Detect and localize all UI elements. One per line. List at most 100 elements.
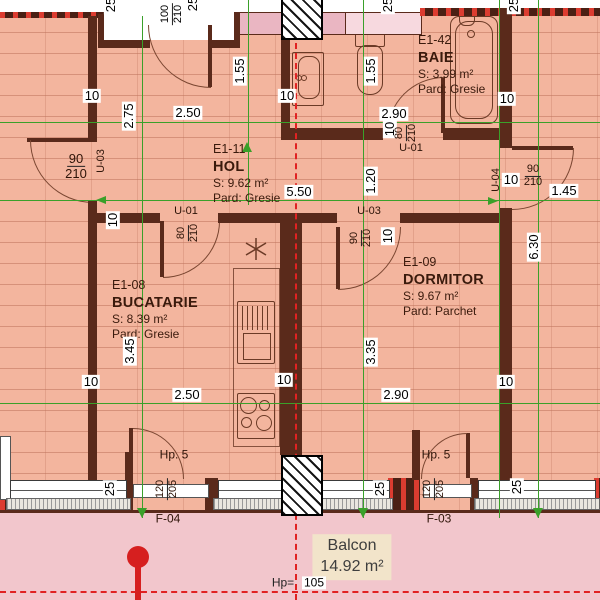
dim-buc-width: 2.50 bbox=[172, 386, 202, 403]
pier-mid-right bbox=[388, 478, 420, 512]
wall-baie-bottom-right bbox=[443, 128, 511, 140]
wall-hol-bottom-2 bbox=[218, 213, 337, 223]
door-id-baie: U-01 bbox=[399, 141, 423, 154]
dim-corridor: 1.20 bbox=[362, 166, 379, 196]
entrance-wall-right bbox=[212, 40, 240, 48]
dim-right-door-span: 1.45 bbox=[549, 182, 579, 199]
column-bottom bbox=[281, 455, 323, 516]
door-id-kitchen: U-01 bbox=[174, 204, 198, 217]
dim-line-v3 bbox=[363, 0, 364, 518]
kitchen-sink-unit bbox=[237, 301, 275, 364]
dim-buc-height: 3.45 bbox=[121, 336, 138, 366]
dim-wall-10: 10 bbox=[501, 171, 521, 188]
dim-baie-nook: 1.55 bbox=[362, 56, 379, 86]
pier-right-door-jamb bbox=[412, 430, 420, 480]
dim-line-h3 bbox=[0, 403, 600, 404]
dim-baie-width: 2.90 bbox=[379, 105, 409, 122]
dim-arrow-down-3 bbox=[533, 508, 543, 518]
dim-wall-10: 10 bbox=[496, 373, 516, 390]
entrance-jamb-left bbox=[98, 14, 104, 48]
stove bbox=[237, 393, 275, 439]
dim-dorm-height: 3.35 bbox=[362, 337, 379, 367]
window-id-f03: F-03 bbox=[426, 511, 452, 526]
pier-right-door bbox=[470, 478, 478, 512]
dim-wall-25: 25 bbox=[103, 0, 119, 15]
sill-center-right bbox=[317, 498, 393, 510]
wall-right-upper bbox=[499, 8, 512, 148]
balcony-parapet-value: 105 bbox=[301, 575, 327, 590]
pier-left-door bbox=[125, 452, 133, 512]
pier-bottom-right-corner bbox=[594, 478, 600, 512]
toilet-bowl bbox=[357, 45, 383, 95]
dim-wall-25: 25 bbox=[101, 479, 118, 499]
light-point-icon bbox=[245, 238, 267, 260]
column-top bbox=[281, 0, 323, 40]
door-id-bedroom: U-03 bbox=[357, 204, 381, 217]
threshold-left-door bbox=[133, 484, 209, 498]
dim-hol-height: 2.75 bbox=[120, 101, 137, 131]
window-center-right bbox=[319, 480, 390, 500]
wall-hol-bottom-3 bbox=[400, 213, 511, 223]
parapet-note-left: Hp. 5 bbox=[159, 447, 189, 462]
dim-wall-10: 10 bbox=[277, 87, 297, 104]
axis-marker-stem bbox=[135, 564, 141, 600]
dim-arrow-down-2 bbox=[358, 508, 368, 518]
room-label-hol: E1-11 HOL S: 9.62 m² Pard: Gresie bbox=[213, 142, 281, 205]
wall-left-lower bbox=[88, 200, 97, 480]
wall-hol-baie bbox=[281, 33, 290, 133]
wall-top-left bbox=[0, 12, 104, 18]
balcony-door-right-leaf bbox=[466, 433, 470, 478]
entrance-wall-left bbox=[98, 40, 150, 48]
dim-line-h2 bbox=[0, 200, 600, 201]
dim-arrow-down-1 bbox=[137, 508, 147, 518]
dim-hol-width: 2.50 bbox=[173, 104, 203, 121]
window-left bbox=[10, 480, 127, 500]
room-label-balcon: Balcon 14.92 m² bbox=[312, 534, 392, 580]
wall-center bbox=[280, 217, 302, 455]
kitchen-door-leaf bbox=[160, 221, 164, 277]
sill-right bbox=[474, 498, 600, 510]
balcony-edge-dashed bbox=[0, 591, 600, 593]
dim-dorm-width: 2.90 bbox=[381, 386, 411, 403]
dim-arrow-up bbox=[242, 142, 252, 152]
room-label-dormitor: E1-09 DORMITOR S: 9.67 m² Pard: Parchet bbox=[403, 255, 485, 318]
dim-line-v1 bbox=[142, 16, 143, 518]
dim-line-h1 bbox=[0, 122, 600, 123]
window-center-left bbox=[218, 480, 283, 500]
sill-center-left bbox=[213, 498, 285, 510]
room-label-bucatarie: E1-08 BUCATARIE S: 8.39 m² Pard: Gresie bbox=[112, 278, 198, 341]
dim-wall-10: 10 bbox=[82, 87, 102, 104]
dim-wall-25: 25 bbox=[185, 0, 201, 14]
window-id-f04: F-04 bbox=[155, 511, 181, 526]
dim-arrow-right bbox=[488, 197, 498, 205]
dim-wall-10: 10 bbox=[497, 90, 517, 107]
pink-wall-band-right bbox=[345, 12, 422, 35]
entrance-jamb-right bbox=[234, 12, 240, 48]
room-label-baie: E1-42 BAIE S: 3.99 m² Pard: Gresie bbox=[418, 33, 486, 96]
dim-right-height: 6.30 bbox=[525, 232, 542, 262]
bathtub bbox=[450, 16, 498, 124]
dim-wall-10: 10 bbox=[379, 226, 396, 246]
wall-hol-bottom-1 bbox=[97, 213, 160, 223]
door-id-left-room: U-03 bbox=[94, 149, 107, 173]
sill-left bbox=[6, 498, 131, 510]
left-edge-window bbox=[0, 436, 11, 500]
dim-line-v2 bbox=[248, 0, 249, 205]
dim-wall-10: 10 bbox=[274, 371, 294, 388]
dim-hol-nook: 1.55 bbox=[231, 56, 248, 86]
sink bbox=[292, 52, 324, 106]
parapet-note-right: Hp. 5 bbox=[421, 447, 451, 462]
balcony-floor bbox=[0, 512, 600, 600]
dim-wall-10: 10 bbox=[104, 210, 121, 230]
threshold-right-door bbox=[423, 484, 472, 498]
dim-wall-25: 25 bbox=[371, 479, 388, 499]
wall-right-lower bbox=[499, 208, 512, 480]
